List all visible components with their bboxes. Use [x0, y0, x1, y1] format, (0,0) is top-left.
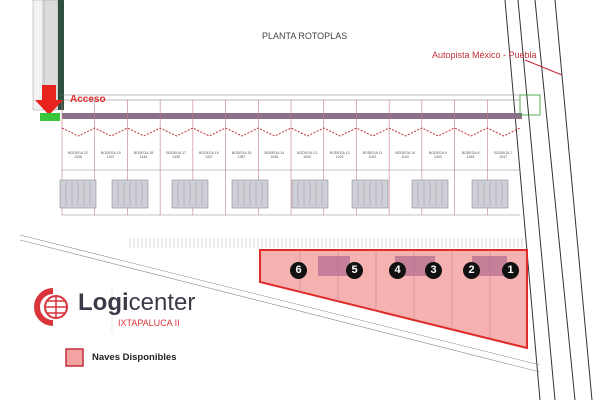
unit-number-2[interactable]: 2 — [463, 262, 480, 279]
logo-globe-icon — [34, 288, 68, 326]
zigzag-roof-line — [61, 127, 521, 137]
bodega-name: BODEGA 9 — [428, 151, 447, 155]
unit-number-4[interactable]: 4 — [389, 262, 406, 279]
plan-title: PLANTA ROTOPLAS — [262, 31, 348, 41]
logo-subtitle: IXTAPALUCA II — [118, 318, 180, 328]
bodega-name: BODEGA 18 — [133, 151, 154, 155]
access-label: Acceso — [70, 94, 106, 105]
bodega-area: 1407 — [204, 155, 213, 159]
unit-number-6[interactable]: 6 — [290, 262, 307, 279]
bodega-area: 1022 — [368, 155, 377, 159]
bodega-name: BODEGA 14 — [264, 151, 285, 155]
bodega-name: BODEGA 7 — [494, 151, 513, 155]
bodega-name: BODEGA 11 — [362, 151, 383, 155]
bodega-name: BODEGA 8 — [461, 151, 480, 155]
logo-light: center — [128, 289, 196, 316]
bodega-area: 1443 — [433, 155, 442, 159]
tree-line — [58, 0, 64, 110]
main-road — [62, 113, 522, 119]
bodega-area: 1448 — [466, 155, 475, 159]
legend-swatch — [65, 348, 84, 367]
bodega-area: 2047 — [499, 155, 508, 159]
bodega-area: 1387 — [237, 155, 246, 159]
bodega-area: 1100 — [401, 155, 409, 159]
bodega-name: BODEGA 10 — [395, 151, 415, 155]
bodega-name: BODEGA 15 — [231, 151, 252, 155]
access-road — [32, 0, 44, 111]
access-arrow-icon — [35, 85, 63, 115]
bodega-name: BODEGA 13 — [297, 151, 317, 155]
bodega-area: 1030 — [303, 155, 311, 159]
unit-number-1[interactable]: 1 — [502, 262, 519, 279]
unit-number-5[interactable]: 5 — [346, 262, 363, 279]
logo-wordmark: Logicenter — [78, 289, 195, 317]
unit-number-3[interactable]: 3 — [425, 262, 442, 279]
bodega-name: BODEGA 16 — [199, 151, 219, 155]
bodega-name: BODEGA 17 — [166, 151, 186, 155]
highway-arrow — [524, 59, 563, 76]
bodega-area: 1036 — [270, 155, 279, 159]
bodega-area: 1448 — [139, 155, 148, 159]
bodega-name: BODEGA 12 — [329, 151, 350, 155]
bodega-name: BODEGA 22 — [68, 151, 88, 155]
highway-label: Autopista México - Puebla — [432, 50, 537, 60]
bodega-area: 1407 — [106, 155, 115, 159]
logo-bold: Logi — [78, 289, 129, 316]
bodega-area: 1430 — [172, 155, 181, 159]
bodega-name: BODEGA 19 — [100, 151, 121, 155]
bodega-area: 1022 — [335, 155, 344, 159]
bodega-area: 1308 — [74, 155, 82, 159]
legend-label: Naves Disponibles — [92, 352, 177, 363]
